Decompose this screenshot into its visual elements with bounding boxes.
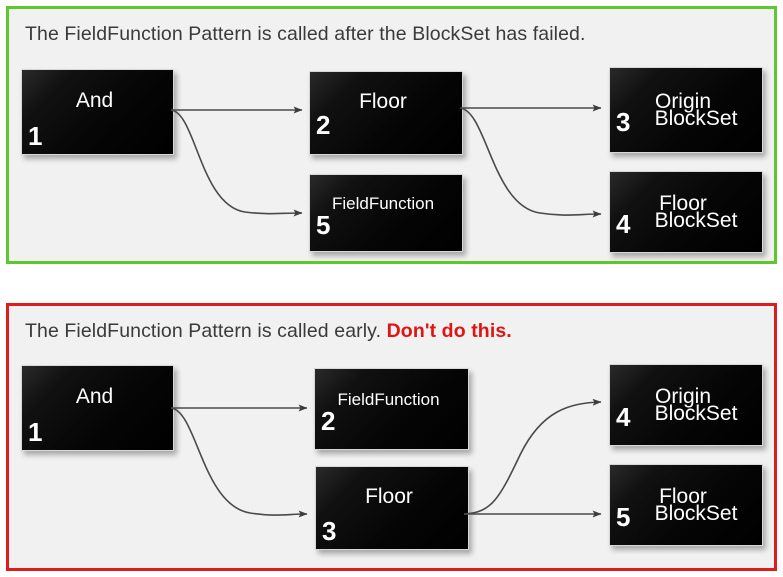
node-bad-2-index: 2: [321, 405, 336, 436]
node-good-1-and[interactable]: And 1: [21, 69, 174, 155]
panel-bad-caption-text: The FieldFunction Pattern is called earl…: [25, 320, 382, 342]
node-good-3-title: Origin: [654, 90, 712, 114]
node-good-3-index: 3: [616, 106, 631, 137]
node-good-2-title: Floor: [359, 89, 407, 113]
node-good-5-index: 5: [316, 209, 331, 240]
node-bad-2-fieldfunction[interactable]: FieldFunction 2: [314, 368, 469, 450]
node-good-3-origin-blockset[interactable]: Origin BlockSet 3: [609, 67, 763, 153]
node-good-4-index: 4: [616, 208, 631, 239]
panel-good-pattern: The FieldFunction Pattern is called afte…: [6, 6, 777, 264]
node-bad-1-index: 1: [28, 417, 43, 447]
node-bad-5-floor-blockset[interactable]: Floor BlockSet 5: [609, 464, 763, 546]
node-good-5-fieldfunction[interactable]: FieldFunction 5: [309, 174, 463, 252]
node-bad-5-title: Floor: [659, 485, 707, 509]
node-bad-3-index: 3: [322, 516, 337, 546]
panel-good-caption-text: The FieldFunction Pattern is called afte…: [25, 23, 586, 45]
panel-bad-caption: The FieldFunction Pattern is called earl…: [25, 320, 512, 343]
node-good-3-subtitle: BlockSet: [654, 107, 738, 131]
node-good-1-title: And: [75, 88, 114, 112]
node-bad-4-index: 4: [616, 401, 631, 432]
node-bad-3-floor[interactable]: Floor 3: [315, 466, 469, 550]
panel-bad-pattern: The FieldFunction Pattern is called earl…: [6, 303, 777, 571]
node-bad-3-title: Floor: [365, 484, 413, 508]
node-good-2-floor[interactable]: Floor 2: [309, 71, 463, 155]
node-bad-1-title: And: [75, 384, 114, 408]
node-bad-4-origin-blockset[interactable]: Origin BlockSet 4: [609, 364, 763, 446]
node-good-4-title: Floor: [659, 192, 707, 216]
node-good-4-subtitle: BlockSet: [654, 209, 738, 233]
node-good-1-index: 1: [28, 121, 43, 151]
node-bad-4-subtitle: BlockSet: [654, 402, 738, 426]
node-bad-5-index: 5: [616, 501, 631, 532]
node-bad-4-title: Origin: [654, 385, 712, 409]
panel-bad-caption-warning: Don't do this.: [386, 320, 512, 342]
node-bad-5-subtitle: BlockSet: [654, 502, 738, 526]
node-good-2-index: 2: [316, 109, 331, 140]
node-good-5-title: FieldFunction: [331, 194, 435, 214]
node-bad-2-title: FieldFunction: [337, 390, 440, 410]
node-bad-1-and[interactable]: And 1: [21, 365, 174, 451]
node-good-4-floor-blockset[interactable]: Floor BlockSet 4: [609, 171, 763, 253]
panel-good-caption: The FieldFunction Pattern is called afte…: [25, 23, 585, 46]
